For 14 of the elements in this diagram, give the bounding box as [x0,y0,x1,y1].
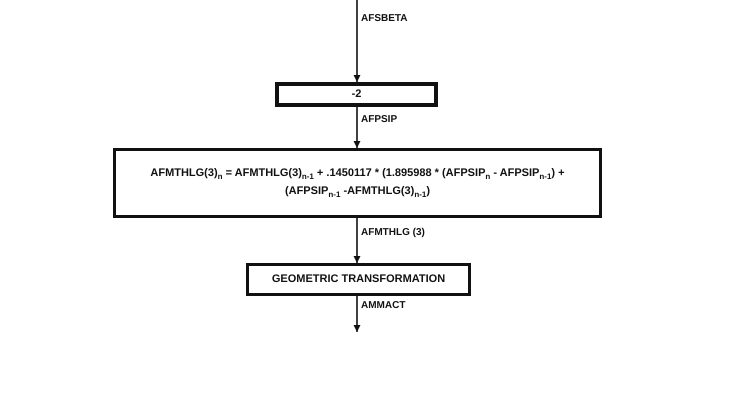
process-box [246,263,471,296]
edge-label: AFMTHLG (3) [360,226,426,238]
arrow [354,296,360,332]
arrow [354,0,360,82]
formula-text: AFMTHLG(3)$_{n}$ = AFMTHLG(3)$_{n-1}$ + .1450117 * (1.895988 * (AFPSIP$_{n}$ - AFPSIP$_{n-1}$) + (AFPSIP$_{n-1}$ -AFMTHLG(3)$_{n-1}$) [149,166,566,202]
formula-box [113,148,602,218]
arrow [354,107,360,148]
box-label: -2 [352,87,362,102]
edge-label: AFPSIP [360,114,398,124]
process-box [275,82,438,107]
box-label: GEOMETRIC TRANSFORMATION [272,272,446,288]
edge-label: AFSBETA [360,13,408,24]
arrow [354,218,360,263]
edge-label: AMMACT [360,300,406,311]
